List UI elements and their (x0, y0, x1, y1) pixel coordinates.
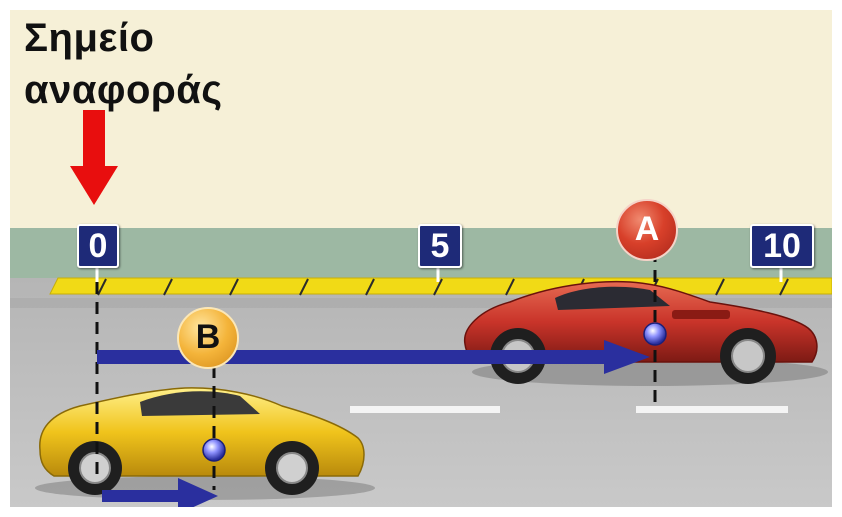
lane-marking (636, 406, 788, 413)
scene-drawing (10, 10, 832, 507)
reference-point-title: αναφοράς (24, 68, 223, 112)
position-dot-b (202, 438, 226, 462)
lane-marking (350, 406, 500, 413)
reference-point-title: Σημείο (24, 16, 155, 60)
blue-right-arrow-icon (102, 478, 218, 507)
position-dot-a (643, 322, 667, 346)
dashed-guides (95, 250, 657, 490)
red-down-arrow-icon (70, 110, 118, 205)
road-edge-shadow (10, 298, 832, 308)
diagram-scene: Σημείο αναφοράς 0 5 10 A B (10, 10, 832, 507)
distance-marker-0: 0 (77, 224, 119, 268)
point-b-badge: B (177, 307, 239, 369)
distance-marker-10: 10 (750, 224, 814, 268)
point-a-badge: A (616, 199, 678, 261)
sky-background (10, 10, 832, 228)
distance-marker-5: 5 (418, 224, 462, 268)
red-sports-car-icon (464, 280, 828, 386)
